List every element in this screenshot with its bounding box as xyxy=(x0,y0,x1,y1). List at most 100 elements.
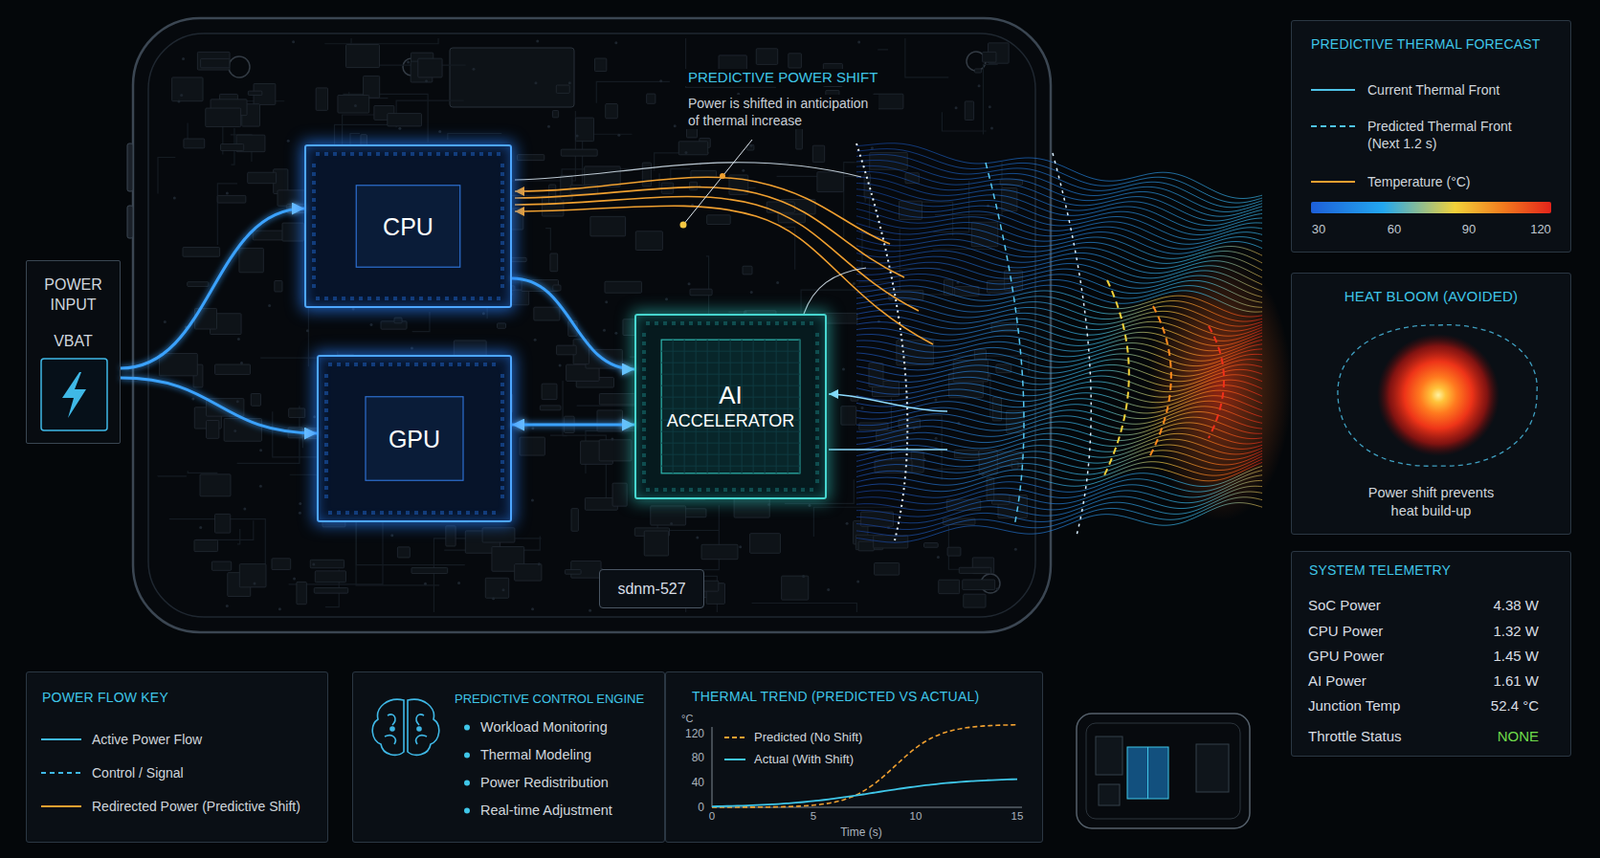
chip-pin xyxy=(815,419,820,423)
ai-accelerator-chip: AIACCELERATOR xyxy=(634,313,827,500)
board-via xyxy=(936,555,940,559)
legend-sample xyxy=(41,89,1356,807)
board-component xyxy=(788,53,802,68)
board-component xyxy=(397,547,410,558)
board-via xyxy=(934,437,938,441)
engine-item: Workload Monitoring xyxy=(480,713,608,742)
table-cell: 1.61 W xyxy=(1492,672,1539,690)
engine-item: Power Redistribution xyxy=(480,769,609,798)
chip-pin xyxy=(422,362,427,367)
board-component xyxy=(646,93,656,104)
board-component xyxy=(274,281,283,292)
power-icon-frame xyxy=(41,358,108,431)
chip-pin xyxy=(645,488,650,492)
thermal-trend-panel: THERMAL TREND (PREDICTED VS ACTUAL) xyxy=(665,671,1044,844)
board-component xyxy=(599,393,635,405)
chip-pin xyxy=(354,362,358,367)
chip-pin xyxy=(740,488,745,492)
board-via xyxy=(736,92,740,96)
thermal-wave-line xyxy=(856,428,1263,451)
power-connector xyxy=(120,208,305,369)
board-component xyxy=(387,113,423,127)
board-component xyxy=(642,162,651,187)
label-anchor: 0 xyxy=(697,800,705,815)
chip-pin xyxy=(358,152,363,156)
chip-pin xyxy=(815,453,820,458)
panel-fill xyxy=(665,671,1044,844)
thermal-wave-line xyxy=(856,346,1263,366)
board-via xyxy=(576,134,579,138)
chip-pin xyxy=(500,241,505,245)
board-component xyxy=(748,99,774,109)
board-via xyxy=(955,106,958,110)
board-component xyxy=(197,51,230,70)
chip-pin xyxy=(483,362,488,367)
board-trace xyxy=(941,111,986,132)
label-anchor: 1.61 W xyxy=(1492,672,1539,690)
chip-grid xyxy=(764,339,766,474)
chip-pin xyxy=(815,384,820,389)
chip-grid xyxy=(661,443,800,445)
board-component xyxy=(947,547,961,556)
board-component xyxy=(687,116,698,138)
thermal-wave-line xyxy=(856,340,1263,361)
chip-pin xyxy=(393,296,398,301)
feedback-line xyxy=(828,394,948,450)
label-anchor: NONE xyxy=(1497,728,1539,746)
thermal-wave-line xyxy=(856,497,1263,537)
gpu-chip: GPU xyxy=(316,355,512,523)
label-anchor: 15 xyxy=(1011,810,1024,824)
chip-pin xyxy=(328,362,333,367)
forecast-panel: PREDICTIVE THERMAL FORECAST xyxy=(1290,20,1572,253)
chip-pin xyxy=(500,232,505,237)
thermal-wave-field xyxy=(856,143,1292,543)
chip-pin xyxy=(815,444,820,449)
board-component xyxy=(590,216,626,237)
board-component xyxy=(282,222,304,242)
board-component xyxy=(594,58,606,72)
board-component xyxy=(823,312,858,324)
chip-pin xyxy=(315,296,320,301)
chip-pin xyxy=(311,266,316,271)
board-component xyxy=(552,110,558,117)
scale-tick: 60 xyxy=(1387,222,1401,238)
chip-pin xyxy=(483,511,488,515)
board-via xyxy=(738,545,742,549)
chip-pin xyxy=(324,477,329,482)
chip-pin xyxy=(500,374,505,378)
board-via xyxy=(688,282,691,286)
axis-label: 5 xyxy=(810,810,817,824)
brain-icon xyxy=(416,735,427,745)
label-anchor: 60 xyxy=(1387,222,1401,238)
board-component xyxy=(345,44,379,68)
chip-grid xyxy=(695,339,697,474)
board-via xyxy=(267,304,271,308)
chip-pin xyxy=(500,163,505,168)
chip-grid xyxy=(753,339,755,474)
board-component xyxy=(575,117,594,142)
chip-pin xyxy=(431,362,436,367)
board-component xyxy=(747,144,755,151)
board-via xyxy=(179,93,183,97)
chip-pin xyxy=(500,451,505,456)
board-component xyxy=(963,594,986,608)
label-anchor: 120 xyxy=(1530,222,1552,238)
chip-grid xyxy=(730,339,732,474)
board-via xyxy=(977,84,981,88)
axis-label: 40 xyxy=(691,776,705,790)
chip-die xyxy=(355,185,461,268)
legend-sample xyxy=(41,805,82,808)
chip-pin xyxy=(496,152,501,156)
legend-sample xyxy=(724,736,746,739)
chip-pin xyxy=(688,488,693,492)
board-component xyxy=(923,543,938,549)
phone-button xyxy=(127,205,134,239)
chip-pin xyxy=(642,393,646,398)
board-trace xyxy=(355,522,440,586)
chip-pin xyxy=(815,401,820,406)
board-via xyxy=(614,332,618,335)
engine-item: Real-time Adjustment xyxy=(480,797,613,825)
brain-icon xyxy=(372,699,404,756)
power-flow-key-panel: POWER FLOW KEY xyxy=(25,671,329,844)
